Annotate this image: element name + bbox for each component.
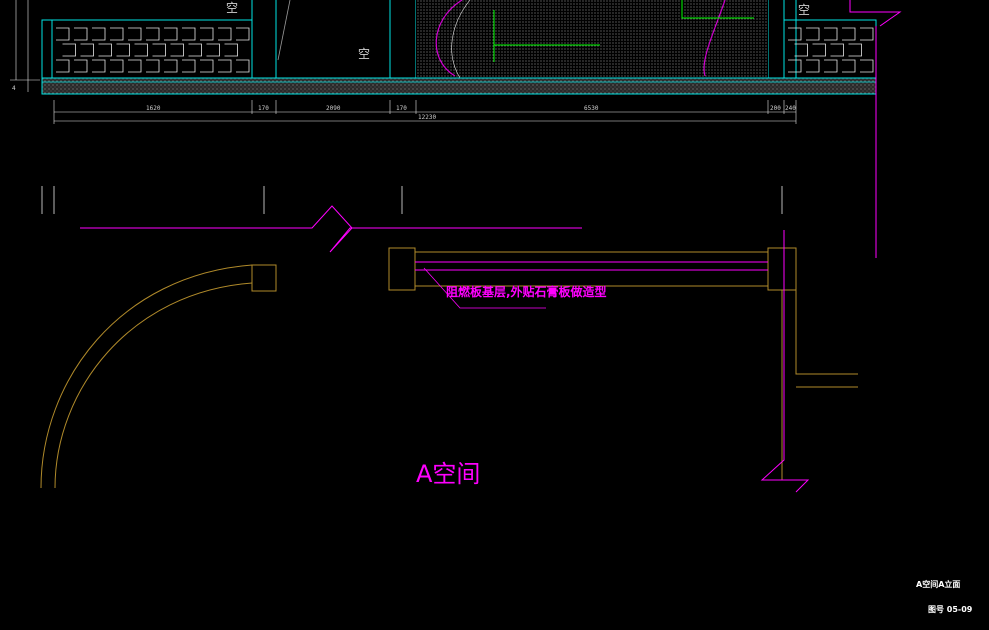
floor-slab bbox=[41, 77, 877, 95]
brick-hatch bbox=[794, 43, 808, 57]
brick-hatch bbox=[152, 43, 166, 57]
brick-hatch bbox=[848, 43, 862, 57]
dim-2: 170 bbox=[258, 105, 269, 112]
left-vertical-dimension bbox=[10, 0, 40, 92]
brick-hatch bbox=[146, 27, 160, 41]
brick-hatch bbox=[788, 27, 802, 41]
dim-1: 1620 bbox=[146, 105, 161, 112]
brick-hatch bbox=[806, 27, 820, 41]
brick-hatch bbox=[824, 27, 838, 41]
brick-hatch bbox=[74, 59, 88, 73]
brick-hatch bbox=[806, 59, 820, 73]
brick-hatch bbox=[110, 27, 124, 41]
right-brick-panel bbox=[783, 19, 877, 79]
brick-hatch bbox=[128, 59, 142, 73]
dim-5: 6530 bbox=[584, 105, 599, 112]
decorative-curves bbox=[435, 0, 726, 77]
break-line bbox=[80, 205, 582, 253]
space-title: A空间 bbox=[416, 460, 480, 488]
brick-hatch bbox=[860, 27, 874, 41]
brick-hatch bbox=[236, 27, 250, 41]
brick-hatch bbox=[860, 59, 874, 73]
plan-view: 阻燃板基层,外贴石膏板做造型 A空间 bbox=[40, 186, 858, 493]
decorative-curve-thin bbox=[451, 0, 471, 79]
brick-hatch bbox=[92, 27, 106, 41]
brick-hatch bbox=[164, 27, 178, 41]
brick-hatch bbox=[146, 59, 160, 73]
dimension-chain bbox=[53, 100, 797, 124]
brick-hatch bbox=[842, 27, 856, 41]
dim-3: 2090 bbox=[326, 105, 341, 112]
brick-hatch bbox=[830, 43, 844, 57]
title-block: A空间A立面 图号 05-09 bbox=[916, 579, 973, 614]
brick-hatch bbox=[842, 59, 856, 73]
dim-6: 200 bbox=[770, 105, 781, 112]
brick-hatch bbox=[80, 43, 94, 57]
brick-hatch bbox=[224, 43, 238, 57]
brick-hatch bbox=[56, 27, 70, 41]
brick-hatch bbox=[812, 43, 826, 57]
right-break-line bbox=[760, 230, 810, 493]
brick-hatch bbox=[92, 59, 106, 73]
curved-wall bbox=[40, 264, 277, 489]
brick-hatch bbox=[182, 27, 196, 41]
brick-hatch bbox=[218, 27, 232, 41]
brick-hatch bbox=[116, 43, 130, 57]
brick-hatch bbox=[182, 59, 196, 73]
brick-hatch bbox=[218, 59, 232, 73]
brick-hatch bbox=[164, 59, 178, 73]
side-dimension-text: 4 bbox=[12, 85, 16, 92]
niche-diagonal bbox=[277, 0, 291, 61]
brick-hatch bbox=[56, 59, 70, 73]
sheet-number: 图号 05-09 bbox=[928, 605, 973, 614]
brick-hatch bbox=[824, 59, 838, 73]
green-guides bbox=[493, 0, 754, 62]
dotted-panel bbox=[416, 0, 768, 78]
brick-hatch bbox=[236, 59, 250, 73]
dim-total: 12230 bbox=[418, 114, 436, 121]
brick-hatch bbox=[788, 59, 802, 73]
elevation-view: 4 bbox=[10, 0, 902, 258]
left-brick-panel bbox=[41, 19, 253, 83]
brick-hatch bbox=[188, 43, 202, 57]
brick-hatch bbox=[200, 59, 214, 73]
construction-note: 阻燃板基层,外贴石膏板做造型 bbox=[446, 284, 607, 299]
brick-hatch bbox=[110, 59, 124, 73]
brick-hatch bbox=[170, 43, 184, 57]
brick-hatch bbox=[62, 43, 76, 57]
note-leader bbox=[423, 267, 546, 309]
brick-hatch bbox=[98, 43, 112, 57]
elevation-label-mid: 空 bbox=[358, 47, 370, 61]
sheet-name: A空间A立面 bbox=[916, 579, 960, 589]
dim-7: 240 bbox=[785, 105, 796, 112]
right-wall bbox=[781, 290, 858, 480]
brick-hatch bbox=[134, 43, 148, 57]
elevation-label-right: 空 bbox=[798, 3, 810, 17]
brick-hatch bbox=[74, 27, 88, 41]
dim-4: 170 bbox=[396, 105, 407, 112]
plan-grid-ticks bbox=[41, 186, 783, 214]
right-section-line bbox=[849, 0, 902, 258]
brick-hatch bbox=[128, 27, 142, 41]
straight-wall bbox=[388, 247, 797, 291]
brick-hatch bbox=[206, 43, 220, 57]
brick-hatch bbox=[200, 27, 214, 41]
elevation-label-left: 空 bbox=[226, 1, 238, 15]
